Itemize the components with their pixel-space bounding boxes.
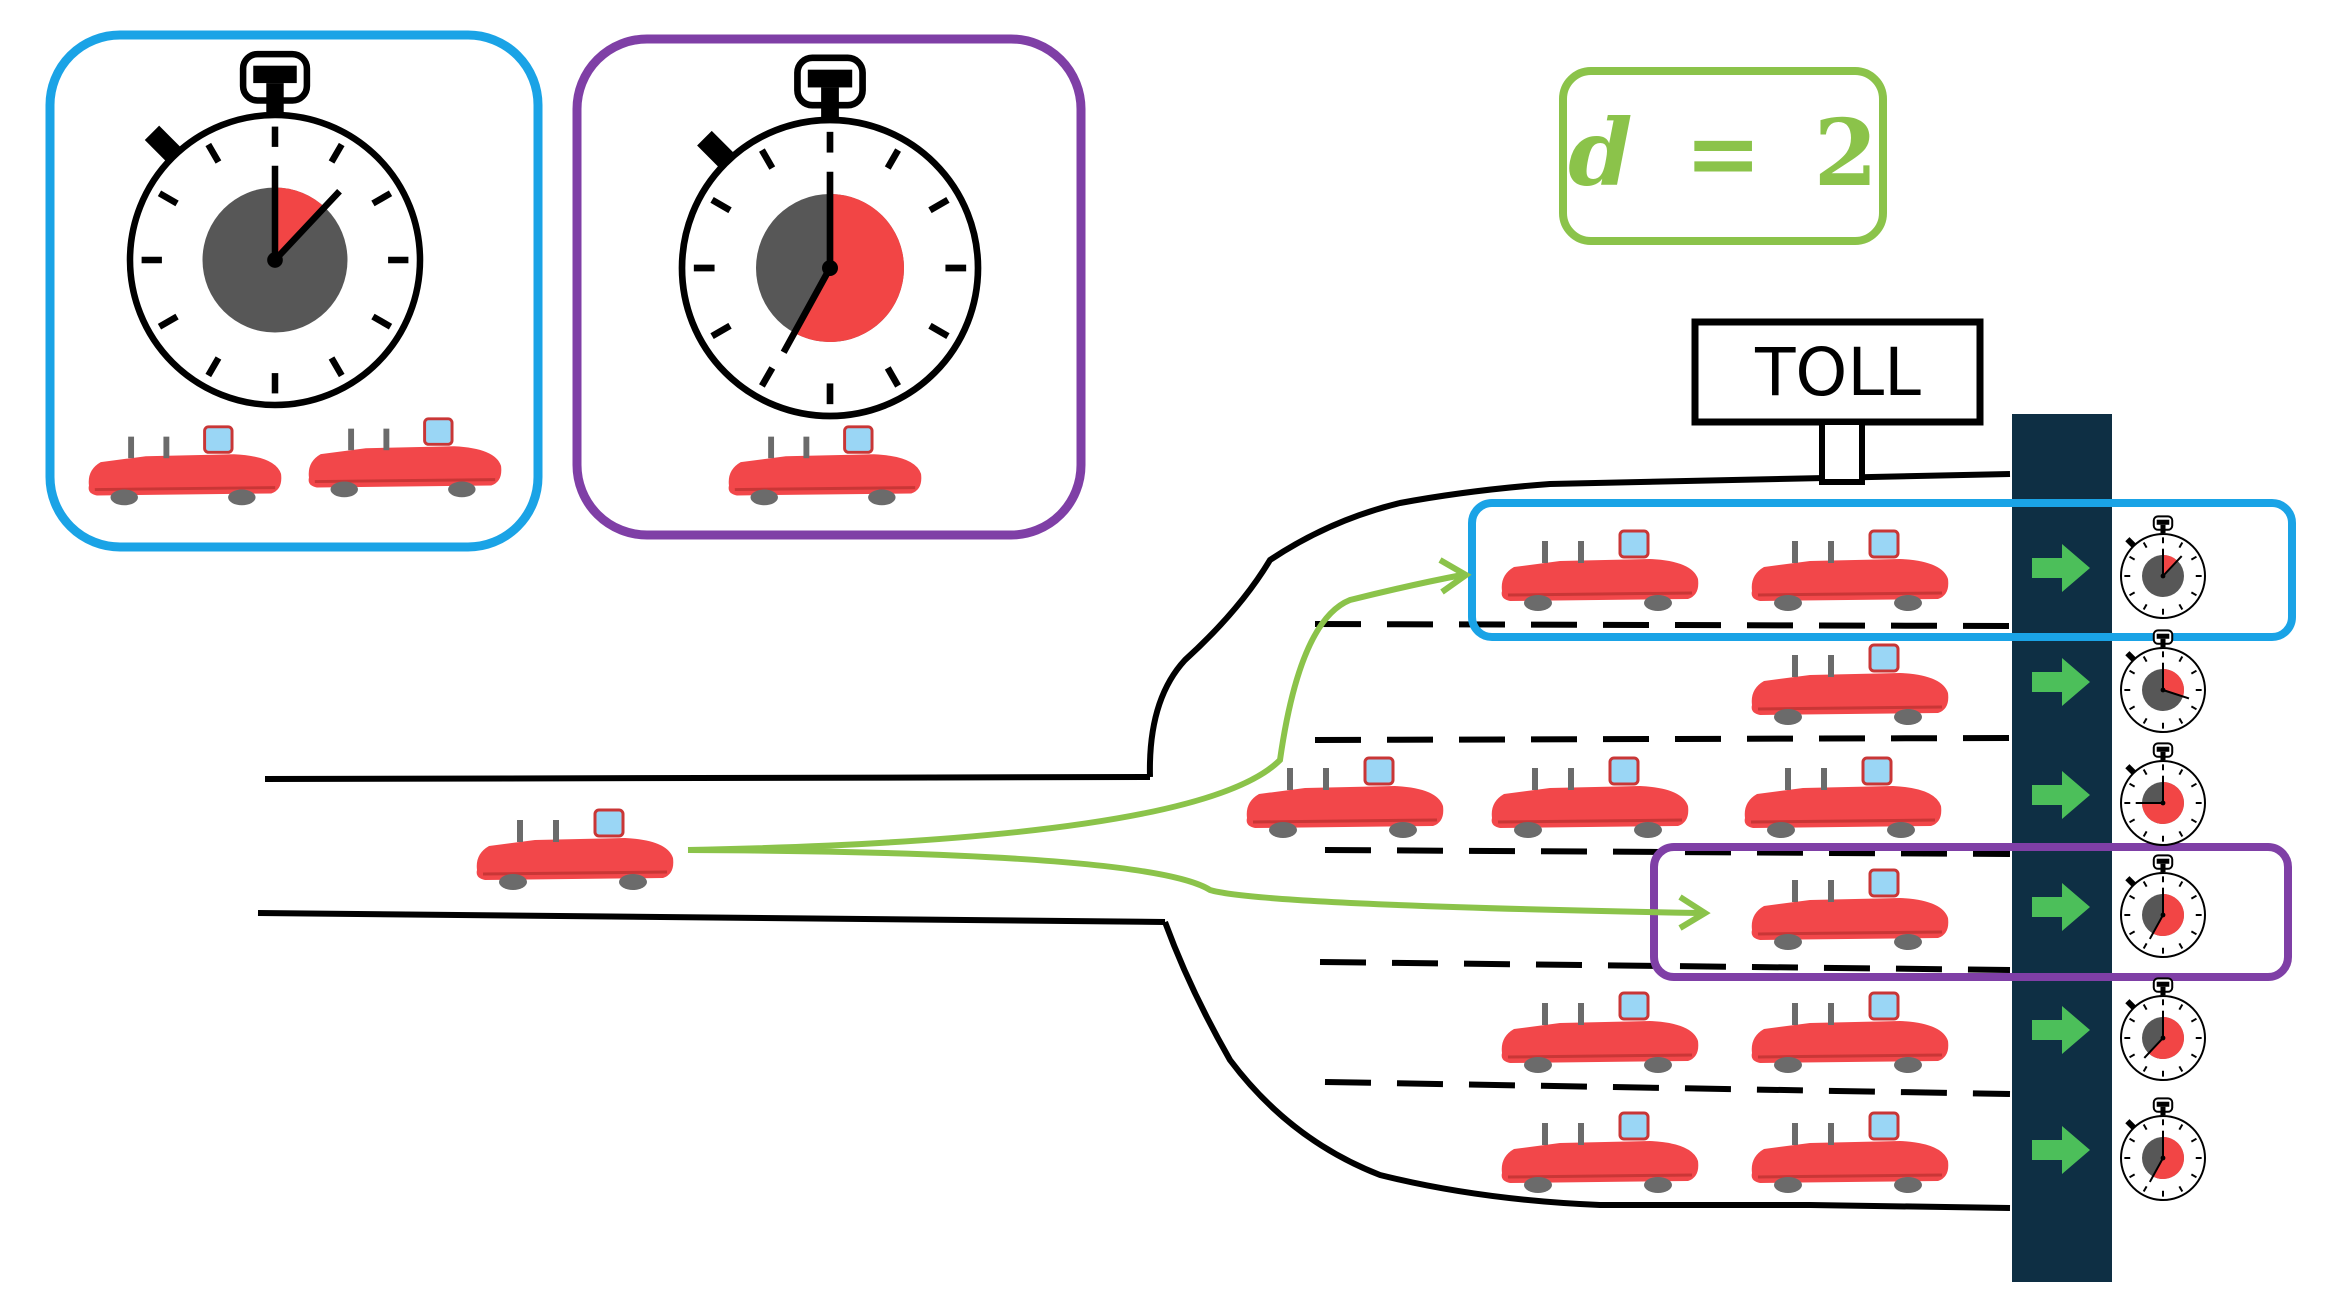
choice-arrows [687, 557, 1711, 931]
lane-1-car-1 [1500, 529, 1700, 613]
lane-3-car-2 [1490, 756, 1690, 840]
lane-dividers [1314, 621, 2011, 1097]
formula-equals: = [1685, 99, 1762, 207]
lane-highlight-blue [1468, 499, 2296, 641]
formula-box: d = 2 [1559, 67, 1887, 245]
lane-2-car-1 [1750, 643, 1950, 727]
lane-timers [2120, 515, 2206, 1201]
legend-content [87, 50, 982, 507]
svg-text:d = 2: d = 2 [1568, 99, 1878, 207]
legend-purple-timer [678, 54, 982, 420]
booth-arrow-3 [2032, 771, 2090, 819]
lane-3-car-1 [1245, 756, 1445, 840]
lane-5-car-2 [1750, 991, 1950, 1075]
choice-arrow-upper [687, 572, 1463, 853]
booth-arrow-1 [2032, 544, 2090, 592]
lane-6-car-1 [1500, 1111, 1700, 1195]
lane-2-timer [2120, 629, 2206, 733]
toll-sign: TOLL [1691, 318, 1984, 485]
lane-3-timer [2120, 742, 2206, 846]
road [257, 471, 2011, 1211]
booth-arrow-6 [2032, 1126, 2090, 1174]
choice-arrow-lower [687, 847, 1701, 916]
lane-3-car-3 [1743, 756, 1943, 840]
booth-arrow-5 [2032, 1006, 2090, 1054]
booth-arrows [2032, 544, 2090, 1174]
incoming-car [475, 808, 675, 892]
lane-1-car-2 [1750, 529, 1950, 613]
lane-1-timer [2120, 515, 2206, 619]
booth-arrow-2 [2032, 658, 2090, 706]
lane-4-timer [2120, 854, 2206, 958]
formula-variable: d [1568, 99, 1632, 207]
lane-4-car-1 [1750, 868, 1950, 952]
toll-sign-label: TOLL [1754, 334, 1921, 411]
lane-5-timer [2120, 977, 2206, 1081]
lane-6-car-2 [1750, 1111, 1950, 1195]
lane-5-car-1 [1500, 991, 1700, 1075]
booth-arrow-4 [2032, 883, 2090, 931]
legend-blue-timer [126, 50, 424, 409]
lane-6-timer [2120, 1097, 2206, 1201]
formula-value: 2 [1814, 99, 1878, 207]
